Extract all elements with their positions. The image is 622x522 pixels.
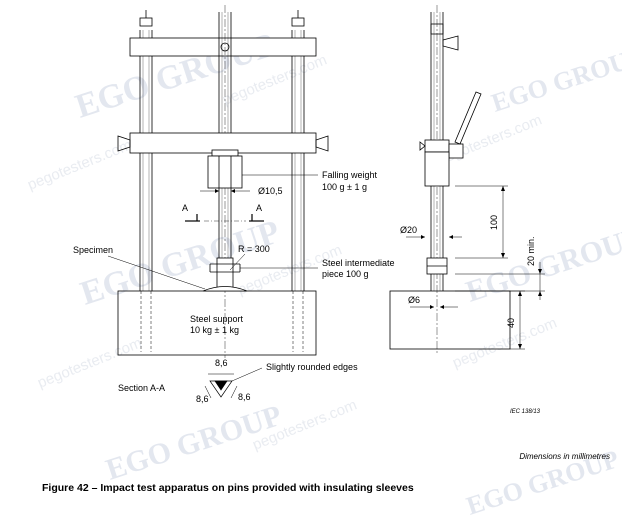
section-mark-left: A	[182, 203, 188, 213]
iec-reference: IEC 138/13	[510, 409, 541, 415]
dim-100: 100	[489, 215, 499, 230]
dim-20-min: 20 min.	[526, 236, 536, 266]
side-support-block	[389, 290, 511, 350]
threaded-rod-left	[139, 10, 153, 352]
section-mark-right: A	[256, 203, 262, 213]
dim-40: 40	[506, 318, 516, 328]
side-wing-nut-top	[442, 35, 459, 51]
watermark-site: pegotesters.com	[450, 314, 559, 371]
specimen-front	[202, 286, 248, 292]
section-dim-top: 8,6	[215, 358, 228, 368]
steel-support-mass: 10 kg ± 1 kg	[190, 325, 239, 335]
steel-intermediate-label: Steel intermediate	[322, 258, 395, 268]
side-view	[389, 5, 545, 355]
specimen-label: Specimen	[73, 245, 113, 255]
wing-nut-right	[315, 135, 329, 152]
specimen-leader	[107, 255, 206, 290]
watermark-brand: EGO GROUP	[462, 221, 622, 309]
side-clamp	[424, 139, 450, 153]
top-crossbar	[129, 37, 317, 57]
radius-label: R = 300	[238, 244, 270, 254]
section-marks	[185, 214, 264, 222]
steel-intermediate-mass: piece 100 g	[322, 269, 369, 279]
rounded-edges-label: Slightly rounded edges	[266, 362, 358, 372]
section-title: Section A-A	[118, 383, 165, 393]
section-a-a	[204, 367, 263, 399]
pin-diameter-label: Ø10,5	[258, 186, 283, 196]
side-falling-weight	[424, 151, 450, 187]
threaded-rod-right	[291, 10, 305, 352]
front-view	[107, 5, 329, 358]
falling-weight	[207, 149, 243, 189]
watermark-site: pegotesters.com	[435, 111, 544, 168]
release-lever	[454, 91, 482, 145]
falling-weight-mass: 100 g ± 1 g	[322, 182, 367, 192]
figure-caption: Figure 42 – Impact test apparatus on pin…	[42, 482, 414, 494]
watermark-brand: EGO GROUP	[488, 41, 622, 117]
section-dim-left: 8,6	[196, 394, 209, 404]
units-note: Dimensions in millimetres	[519, 452, 610, 461]
radius-leader	[229, 253, 246, 271]
watermark-brand: EGO GROUP	[76, 214, 284, 313]
falling-weight-label: Falling weight	[322, 170, 378, 180]
steel-support-label: Steel support	[190, 314, 244, 324]
section-dim-right: 8,6	[238, 392, 251, 402]
wing-nut-left	[117, 135, 131, 152]
dim-20-dia: Ø20	[400, 225, 417, 235]
dim-6-dia: Ø6	[408, 295, 420, 305]
intermediate-piece-front	[209, 257, 241, 289]
